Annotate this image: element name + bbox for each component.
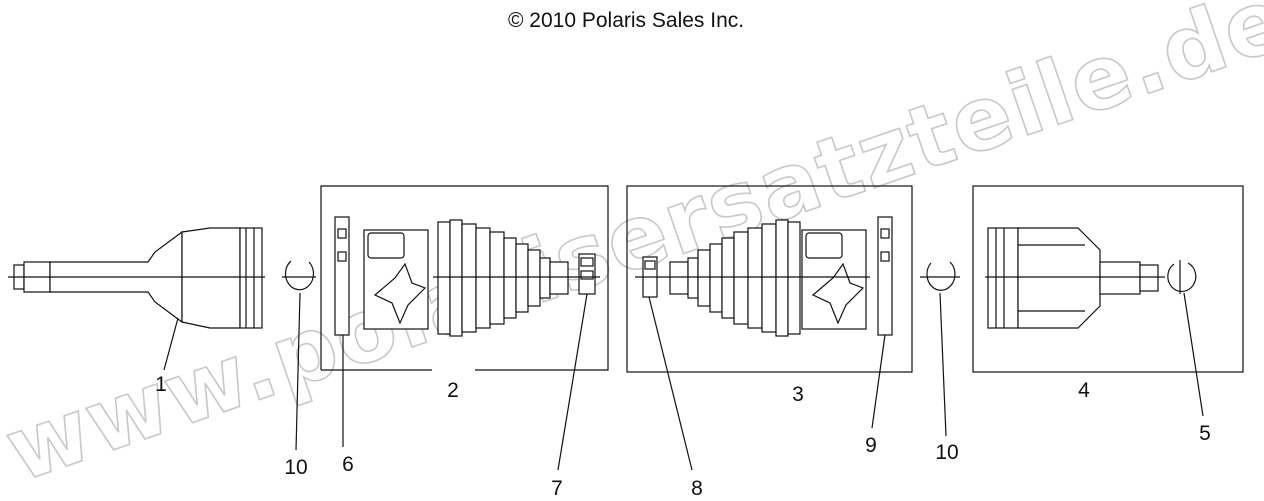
callout-3: 3	[792, 383, 804, 406]
part-10-circlip	[284, 260, 315, 291]
callout-7: 7	[551, 477, 563, 500]
part-3-boot-kit-box	[626, 185, 913, 373]
callout-9: 9	[865, 434, 877, 457]
callout-10-left: 10	[284, 456, 307, 479]
part-5-circlip	[1167, 262, 1197, 293]
callout-5: 5	[1199, 422, 1211, 445]
callout-1: 1	[155, 373, 167, 396]
callout-4: 4	[1078, 379, 1090, 402]
callout-2: 2	[447, 379, 459, 402]
part-10-circlip-right	[926, 261, 956, 291]
copyright-text: © 2010 Polaris Sales Inc.	[508, 9, 744, 32]
callout-10-right: 10	[935, 441, 958, 464]
part-1-outer-cv-joint	[13, 227, 263, 329]
part-4-inner-cv-joint-box	[972, 185, 1244, 373]
callout-6: 6	[342, 453, 354, 476]
leader-lines	[163, 292, 1204, 471]
callout-8: 8	[691, 477, 703, 500]
part-2-boot-kit-box	[320, 185, 609, 371]
